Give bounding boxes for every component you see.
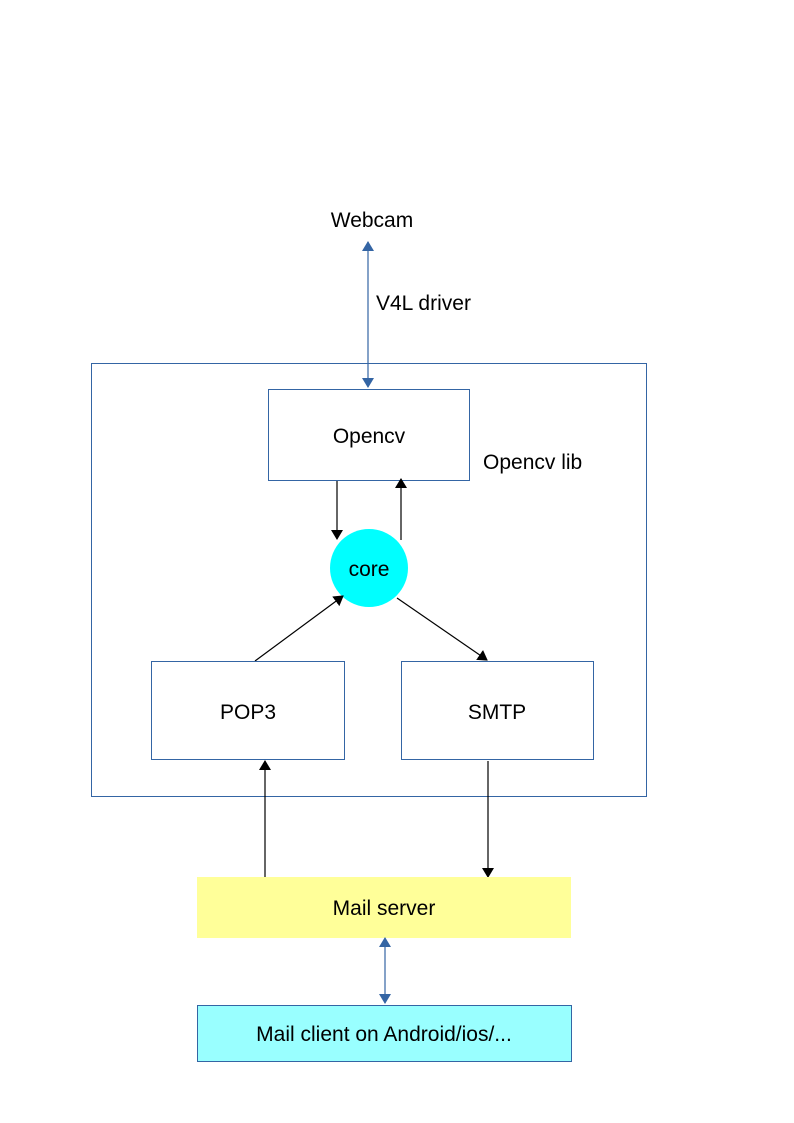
smtp-box	[401, 661, 594, 760]
opencv-lib-label: Opencv lib	[483, 451, 582, 474]
opencv-box	[268, 389, 470, 481]
mail-client-label: Mail client on Android/ios/...	[256, 1023, 512, 1046]
core-label: core	[349, 558, 390, 581]
mail-server-label: Mail server	[333, 897, 436, 920]
pop3-label: POP3	[220, 701, 276, 724]
core-node	[330, 529, 408, 607]
opencv-lib-container	[91, 363, 647, 797]
pop3-to-core-arrow	[254, 595, 344, 662]
pop3-box	[151, 661, 345, 760]
opencv-label: Opencv	[333, 425, 406, 448]
webcam-label: Webcam	[331, 209, 413, 232]
mail-client-box	[197, 1005, 572, 1062]
mail-server-box	[197, 877, 571, 938]
v4l-driver-label: V4L driver	[376, 292, 471, 315]
smtp-label: SMTP	[468, 701, 526, 724]
core-to-smtp-arrow	[396, 597, 488, 661]
